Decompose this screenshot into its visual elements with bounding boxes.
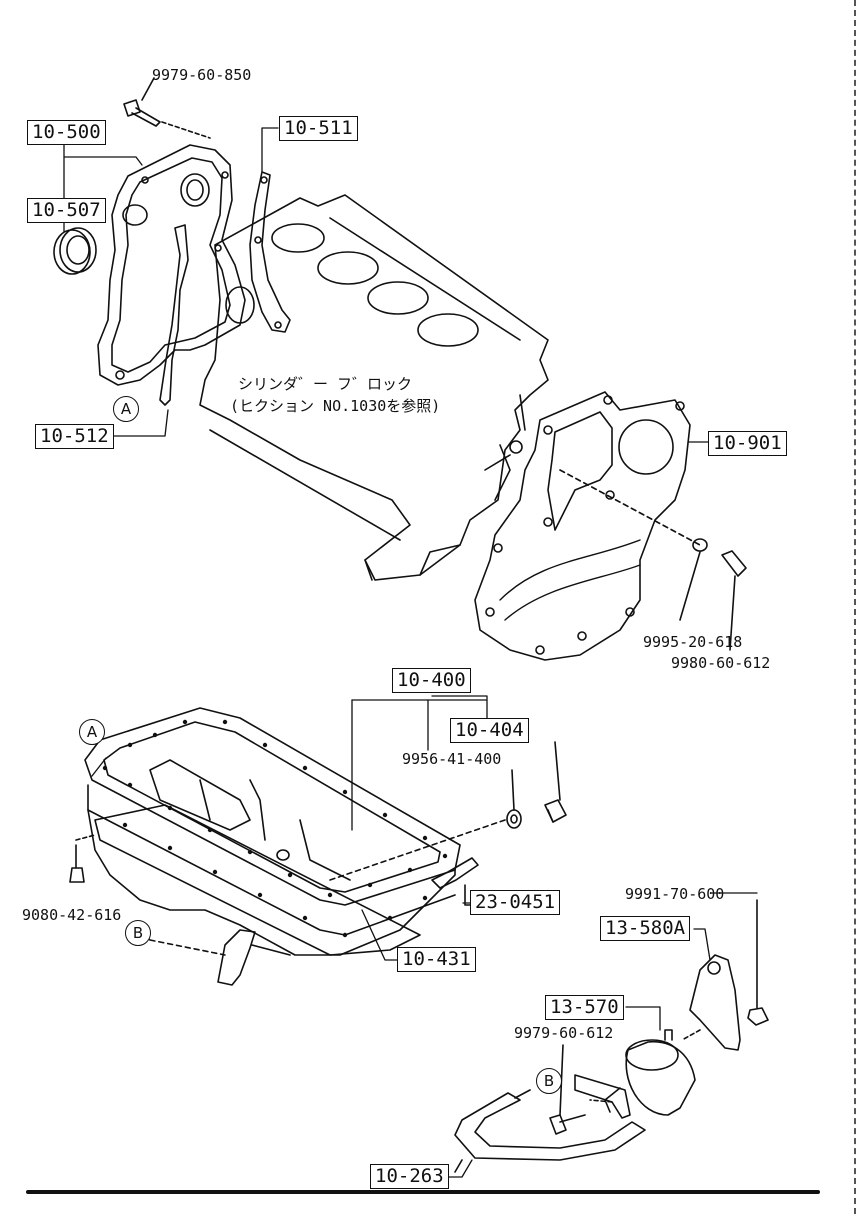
callout-pan-gasket: 10-431: [397, 947, 476, 972]
callout-gasket-b: 10-512: [35, 424, 114, 449]
hose-10-263-drawing: [454, 1089, 646, 1173]
cylinder-block-drawing: [199, 194, 549, 581]
part-number-bolt-pan: 9080-42-616: [22, 906, 122, 924]
bracket-nut-drawing: [747, 899, 769, 1026]
callout-drain-plug: 10-404: [450, 718, 529, 743]
callout-end-plate: 10-901: [708, 431, 787, 456]
marker-a-pan: A: [79, 719, 105, 745]
drain-parts-drawing: [329, 741, 567, 881]
part-number-bolt-top: 9979-60-850: [152, 66, 252, 84]
marker-a-top: A: [113, 396, 139, 422]
part-number-bolt-filter: 9979-60-612: [514, 1024, 614, 1042]
callout-hose: 10-263: [370, 1164, 449, 1189]
note-section-reference: (ヒクション NO.1030を参照): [230, 397, 441, 415]
callout-oil-seal: 10-507: [27, 198, 106, 223]
pan-bolt-drawing: [69, 834, 96, 883]
marker-b-filter: B: [536, 1068, 562, 1094]
oil-seal-drawing: [53, 227, 97, 275]
dipstick-hose-drawing: [431, 857, 479, 906]
filter-drawing: [574, 1029, 696, 1119]
gasket-10-511-drawing: [249, 171, 291, 333]
front-cover-drawing: [97, 144, 255, 386]
part-number-nut-bracket: 9991-70-600: [625, 885, 725, 903]
callout-front-cover: 10-500: [27, 120, 106, 145]
part-number-bolt-end-plate: 9980-60-612: [671, 654, 771, 672]
callout-oil-pan: 10-400: [392, 668, 471, 693]
leader-lines: [63, 127, 758, 1178]
part-number-washer-end-plate: 9995-20-618: [643, 633, 743, 651]
part-number-washer-drain: 9956-41-400: [402, 750, 502, 768]
end-plate-drawing: [474, 391, 701, 661]
end-plate-fasteners: [679, 538, 747, 651]
callout-gasket-a: 10-511: [279, 116, 358, 141]
callout-dipstick-hose: 23-0451: [470, 890, 561, 915]
bolt-top-drawing: [123, 77, 211, 139]
page-edge-perforation: [854, 0, 864, 1214]
marker-b-pan: B: [125, 920, 151, 946]
bracket-drawing: [681, 954, 741, 1051]
gasket-10-512-drawing: [159, 224, 189, 406]
callout-bracket: 13-580A: [600, 916, 691, 941]
oil-pan-drawing: [84, 707, 461, 956]
note-cylinder-block: シリンダ゛ー フ゛ロック: [238, 375, 413, 393]
pickup-hose-drawing: [149, 929, 291, 986]
callout-filter: 13-570: [545, 995, 624, 1020]
